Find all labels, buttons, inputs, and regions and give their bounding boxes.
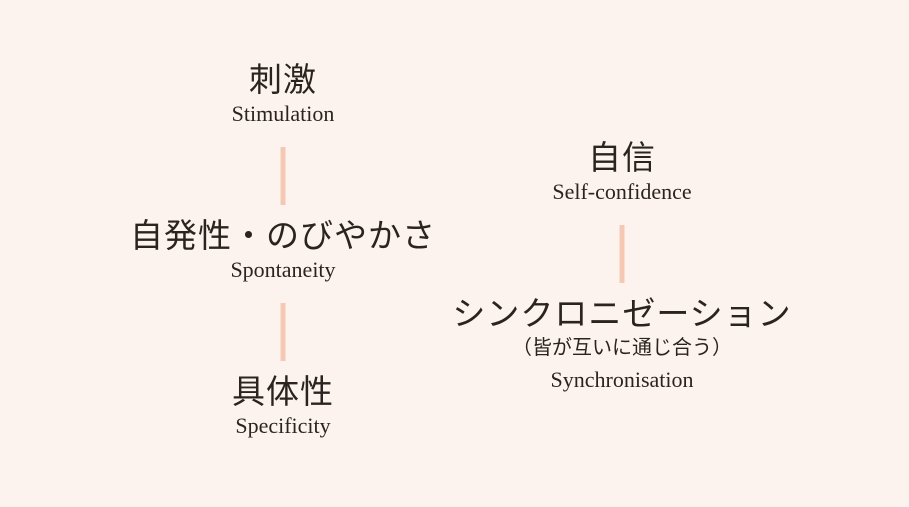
node-spontaneity-en: Spontaneity	[230, 257, 336, 282]
connector-stimulation-spontaneity	[280, 147, 286, 205]
node-specificity-jp: 具体性	[232, 372, 334, 411]
node-specificity: 具体性 Specificity	[232, 372, 334, 440]
node-spontaneity-jp: 自発性・のびやかさ	[130, 216, 436, 255]
connector-spontaneity-specificity	[280, 303, 286, 361]
node-specificity-en: Specificity	[235, 413, 331, 438]
node-stimulation: 刺激 Stimulation	[232, 60, 335, 128]
node-stimulation-jp: 刺激	[249, 60, 317, 99]
node-synchronisation-jp-sub: （皆が互いに通じ合う）	[512, 335, 732, 359]
connector-confidence-synchronisation	[619, 225, 625, 283]
node-synchronisation-jp: シンクロニゼーション	[452, 294, 792, 333]
node-self-confidence-en: Self-confidence	[552, 179, 692, 204]
node-self-confidence: 自信 Self-confidence	[552, 138, 691, 206]
node-stimulation-en: Stimulation	[231, 101, 335, 126]
node-synchronisation-en: Synchronisation	[550, 367, 694, 392]
node-self-confidence-jp: 自信	[587, 138, 656, 177]
node-spontaneity: 自発性・のびやかさ Spontaneity	[130, 216, 436, 284]
node-synchronisation: シンクロニゼーション （皆が互いに通じ合う） Synchronisation	[452, 294, 791, 394]
